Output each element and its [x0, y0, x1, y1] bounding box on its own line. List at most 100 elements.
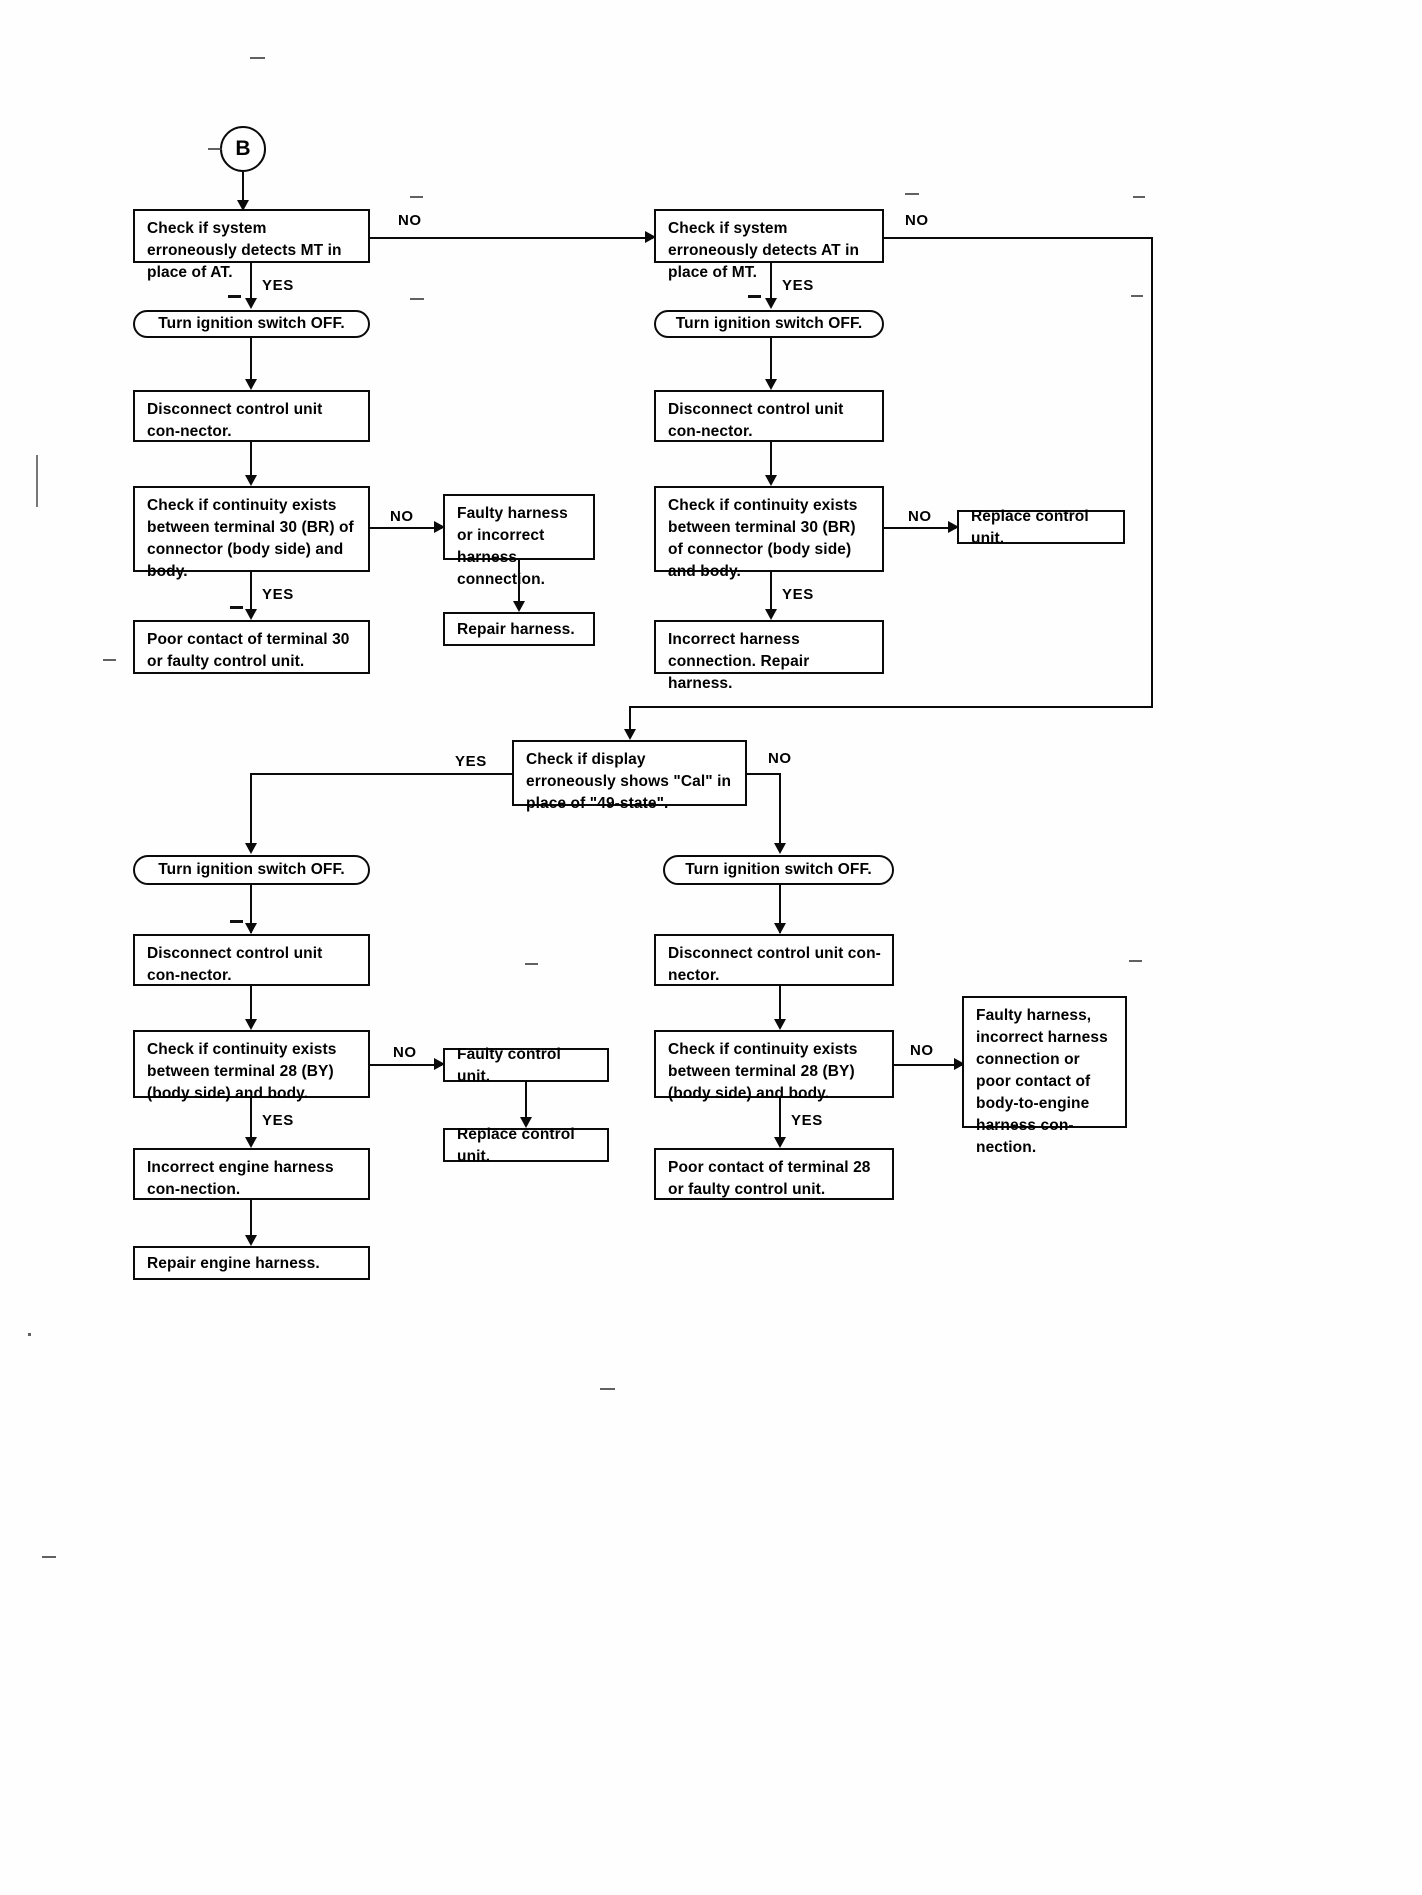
scan-artifact	[103, 659, 116, 661]
scan-artifact	[410, 298, 424, 300]
action-turn-ignition-off-top-left[interactable]: Turn ignition switch OFF.	[133, 310, 370, 338]
arrowhead	[245, 1137, 257, 1148]
edge-label-no-cont-right: NO	[908, 508, 932, 525]
edge-label-no-bottom-right: NO	[910, 1042, 934, 1059]
arrowhead	[245, 475, 257, 486]
arrowhead	[434, 1058, 445, 1070]
scan-artifact	[1131, 295, 1143, 297]
scan-artifact	[230, 920, 243, 923]
scan-artifact	[230, 606, 243, 609]
edge-no-left-to-right-decision	[370, 237, 653, 239]
scan-artifact	[905, 193, 919, 195]
scan-artifact	[600, 1388, 615, 1390]
edge-label-yes-top-right: YES	[782, 277, 814, 294]
decision-mt-in-place-of-at[interactable]: Check if system erroneously detects MT i…	[133, 209, 370, 281]
edge-label-no-bottom-left: NO	[393, 1044, 417, 1061]
edge-yes-cont-left	[250, 572, 252, 618]
edge-disc-cont-bottom-left	[250, 986, 252, 1028]
arrowhead	[245, 1019, 257, 1030]
scan-artifact	[525, 963, 538, 965]
edge-no-right-decision-v	[1151, 237, 1153, 708]
edge-faulty-to-repair-harness	[518, 560, 520, 610]
edge-no-cal-h	[747, 773, 781, 775]
decision-continuity-terminal-28-right[interactable]: Check if continuity exists between termi…	[654, 1030, 894, 1102]
arrowhead	[954, 1058, 965, 1070]
action-disconnect-connector-top-left[interactable]: Disconnect control unit con-nector.	[133, 390, 370, 442]
edge-label-no-cont-left: NO	[390, 508, 414, 525]
edge-ign-to-disc-left	[250, 338, 252, 388]
edge-yes-right-decision	[770, 263, 772, 307]
action-disconnect-connector-bottom-right[interactable]: Disconnect control unit con-nector.	[654, 934, 894, 986]
arrowhead	[765, 609, 777, 620]
arrowhead	[245, 923, 257, 934]
edge-ign-to-disc-right	[770, 338, 772, 388]
action-disconnect-connector-top-right[interactable]: Disconnect control unit con-nector.	[654, 390, 884, 442]
edge-ign-disc-bottom-right	[779, 885, 781, 933]
result-poor-contact-terminal-30[interactable]: Poor contact of terminal 30 or faulty co…	[133, 620, 370, 674]
edge-disc-to-cont-left	[250, 442, 252, 484]
arrowhead	[245, 298, 257, 309]
action-turn-ignition-off-bottom-right[interactable]: Turn ignition switch OFF.	[663, 855, 894, 885]
edge-yes-bottom-right	[779, 1098, 781, 1146]
arrowhead	[624, 729, 636, 740]
arrowhead	[774, 1019, 786, 1030]
decision-at-in-place-of-mt[interactable]: Check if system erroneously detects AT i…	[654, 209, 884, 281]
arrowhead	[245, 1235, 257, 1246]
scan-artifact	[42, 1556, 56, 1558]
scan-artifact	[250, 57, 265, 59]
result-repair-harness[interactable]: Repair harness.	[443, 612, 595, 646]
edge-label-yes-cal: YES	[455, 753, 487, 770]
arrowhead	[645, 231, 656, 243]
edge-yes-left-decision	[250, 263, 252, 307]
result-faulty-control-unit[interactable]: Faulty control unit.	[443, 1046, 609, 1085]
action-disconnect-connector-bottom-left[interactable]: Disconnect control unit con-nector.	[133, 934, 370, 986]
arrowhead	[237, 200, 249, 211]
result-replace-control-unit-bottom[interactable]: Replace control unit.	[443, 1126, 609, 1165]
action-turn-ignition-off-top-right[interactable]: Turn ignition switch OFF.	[654, 310, 884, 338]
scan-artifact	[748, 295, 761, 298]
edge-yes-cal-h	[250, 773, 512, 775]
scan-artifact	[36, 455, 38, 507]
scan-artifact	[208, 148, 222, 150]
result-incorrect-harness-repair[interactable]: Incorrect harness connection. Repair har…	[654, 620, 884, 692]
action-turn-ignition-off-bottom-left[interactable]: Turn ignition switch OFF.	[133, 855, 370, 885]
edge-yes-bottom-left	[250, 1098, 252, 1146]
edge-faulty-cu-to-replace	[525, 1082, 527, 1126]
arrowhead	[948, 521, 959, 533]
edge-incorrect-to-repair-engine	[250, 1200, 252, 1244]
edge-label-yes-bottom-right: YES	[791, 1112, 823, 1129]
scan-artifact	[228, 295, 241, 298]
arrowhead	[513, 601, 525, 612]
edge-disc-to-cont-right	[770, 442, 772, 484]
scan-artifact	[410, 196, 423, 198]
arrowhead	[774, 1137, 786, 1148]
edge-yes-cal-v	[250, 773, 252, 851]
edge-no-bottom-right	[894, 1064, 962, 1066]
arrowhead	[774, 843, 786, 854]
decision-continuity-terminal-28-left[interactable]: Check if continuity exists between termi…	[133, 1030, 370, 1102]
entry-connector-b: B	[220, 126, 266, 172]
arrowhead	[434, 521, 445, 533]
result-replace-control-unit-top[interactable]: Replace control unit.	[957, 508, 1125, 547]
edge-yes-cont-right	[770, 572, 772, 618]
arrowhead	[774, 923, 786, 934]
arrowhead	[520, 1117, 532, 1128]
arrowhead	[245, 843, 257, 854]
result-incorrect-engine-harness[interactable]: Incorrect engine harness con-nection.	[133, 1148, 370, 1200]
decision-continuity-terminal-30-left[interactable]: Check if continuity exists between termi…	[133, 486, 370, 580]
result-faulty-harness-or-incorrect[interactable]: Faulty harness or incorrect harness conn…	[443, 494, 595, 588]
edge-label-no-cal: NO	[768, 750, 792, 767]
edge-label-yes-cont-left: YES	[262, 586, 294, 603]
arrowhead	[245, 379, 257, 390]
edge-disc-cont-bottom-right	[779, 986, 781, 1028]
result-poor-contact-terminal-28[interactable]: Poor contact of terminal 28 or faulty co…	[654, 1148, 894, 1200]
scan-artifact	[1133, 196, 1145, 198]
decision-display-cal-49state[interactable]: Check if display erroneously shows "Cal"…	[512, 740, 747, 812]
result-faulty-harness-body-to-engine[interactable]: Faulty harness, incorrect harness connec…	[962, 996, 1127, 1156]
decision-continuity-terminal-30-right[interactable]: Check if continuity exists between termi…	[654, 486, 884, 580]
edge-label-yes-cont-right: YES	[782, 586, 814, 603]
result-repair-engine-harness[interactable]: Repair engine harness.	[133, 1246, 370, 1280]
edge-label-yes-top-left: YES	[262, 277, 294, 294]
edge-b-to-decision-left	[242, 172, 244, 208]
